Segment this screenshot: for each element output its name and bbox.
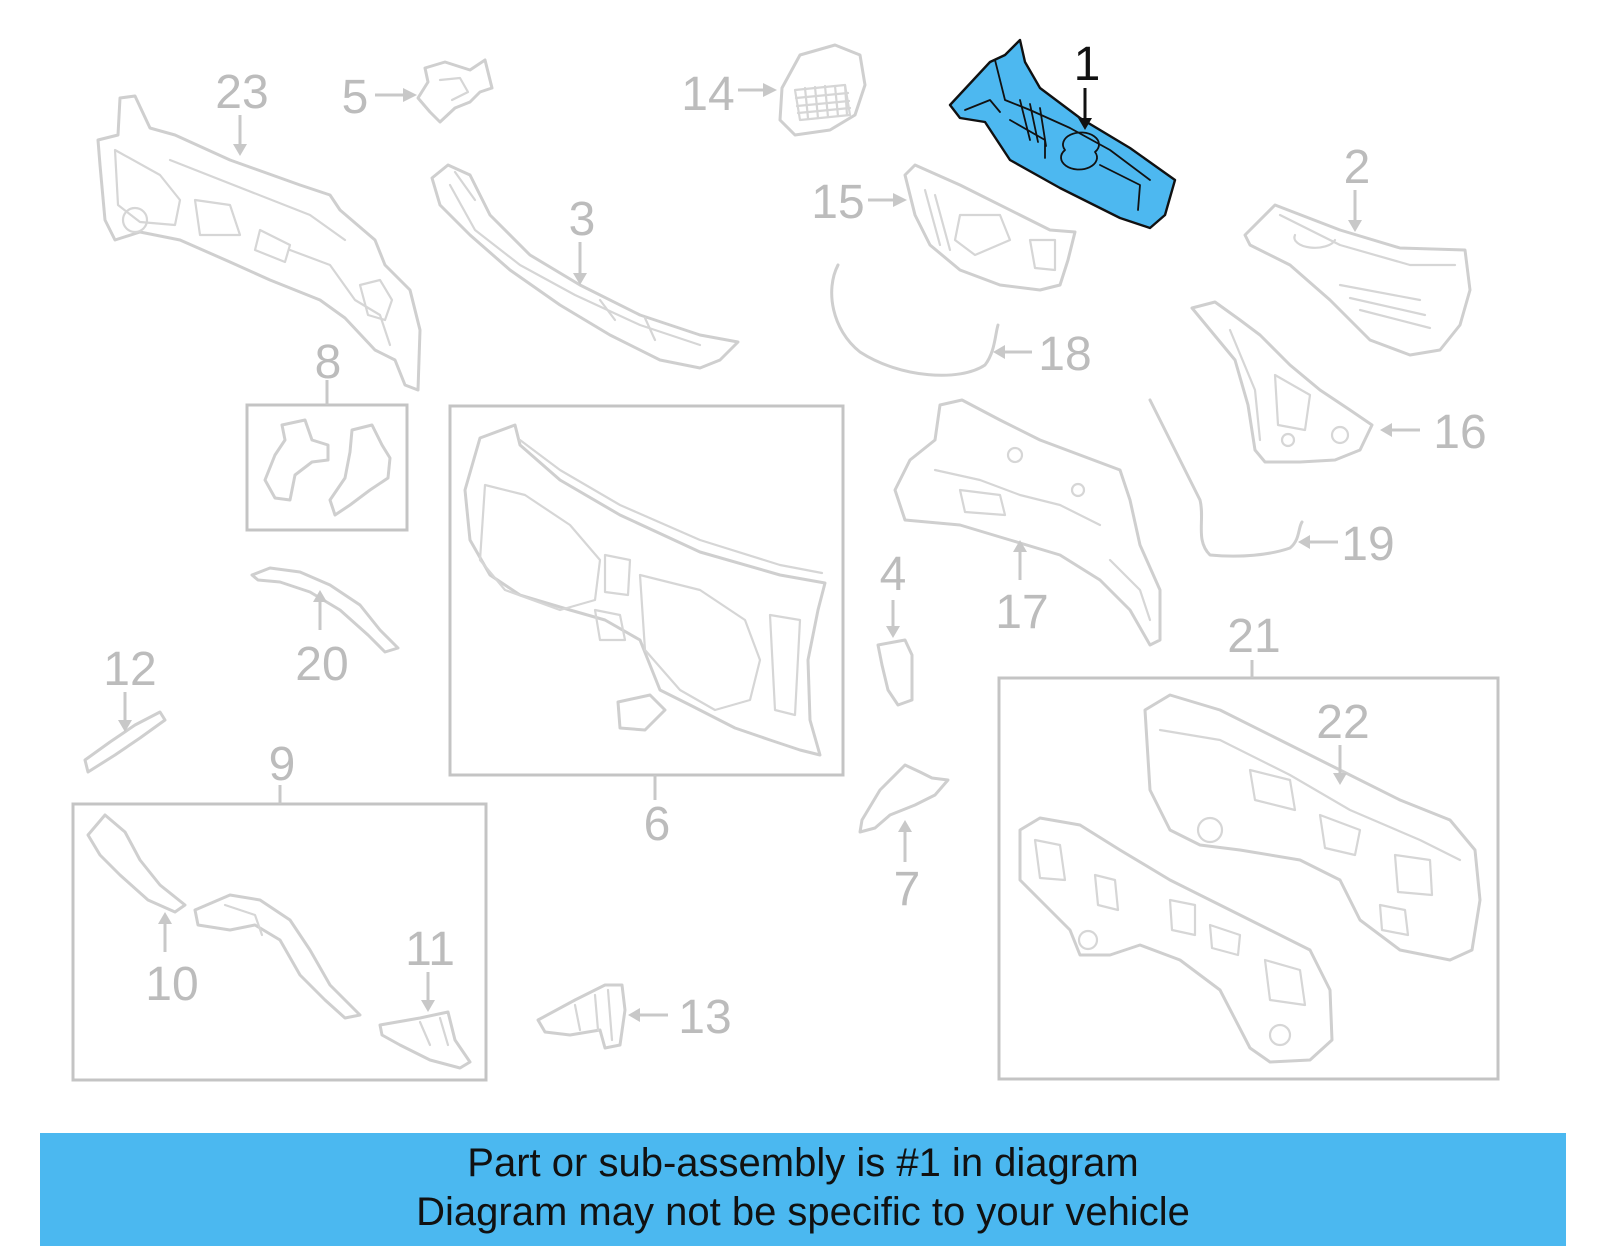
part-20[interactable] [250,566,400,654]
arrow-7 [898,820,912,832]
box-21 [997,676,1500,1081]
arrow-14 [763,83,777,97]
label-5[interactable]: 5 [342,71,369,124]
arrow-16 [1380,423,1392,437]
part-1-highlighted[interactable] [948,38,1177,230]
arrow-19 [1298,535,1310,549]
part-15[interactable] [903,163,1077,292]
label-21[interactable]: 21 [1227,610,1280,663]
part-3[interactable] [430,163,740,370]
label-17[interactable]: 17 [995,586,1048,639]
label-14[interactable]: 14 [681,68,734,121]
arrow-12 [118,720,132,732]
part-2[interactable] [1243,203,1472,357]
banner-line-1: Part or sub-assembly is #1 in diagram [467,1141,1139,1185]
part-14[interactable] [778,43,867,137]
arrow-5 [403,88,417,102]
arrow-17 [1013,540,1027,552]
arrow-3 [573,273,587,285]
part-4[interactable] [876,638,914,707]
arrow-18 [993,345,1005,359]
part-6-clip[interactable] [616,693,667,732]
part-10[interactable] [86,813,362,1020]
label-10[interactable]: 10 [145,958,198,1011]
label-15[interactable]: 15 [811,176,864,229]
part-6[interactable] [463,423,827,757]
label-4[interactable]: 4 [880,548,907,601]
part-5[interactable] [416,58,494,124]
arrow-15 [893,193,907,207]
label-19[interactable]: 19 [1341,518,1394,571]
label-7[interactable]: 7 [894,863,921,916]
label-20[interactable]: 20 [295,638,348,691]
label-11[interactable]: 11 [405,923,455,976]
label-1[interactable]: 1 [1074,38,1101,91]
part-8[interactable] [263,418,392,517]
banner-line-2: Diagram may not be specific to your vehi… [416,1190,1190,1234]
arrow-20 [313,590,327,602]
label-2[interactable]: 2 [1344,141,1371,194]
arrow-13 [628,1008,640,1022]
part-18[interactable] [830,263,1000,377]
arrow-23 [233,144,247,156]
label-6[interactable]: 6 [644,798,671,851]
arrow-4 [886,626,900,638]
label-22[interactable]: 22 [1316,696,1369,749]
arrow-22 [1333,773,1347,785]
part-23[interactable] [96,94,422,392]
part-12[interactable] [83,710,167,774]
part-22[interactable] [1143,693,1482,962]
label-9[interactable]: 9 [269,738,296,791]
arrow-2 [1348,220,1362,232]
label-16[interactable]: 16 [1433,406,1486,459]
label-23[interactable]: 23 [215,66,268,119]
label-3[interactable]: 3 [569,193,596,246]
arrow-10 [158,912,172,924]
part-7[interactable] [858,763,950,834]
label-18[interactable]: 18 [1038,328,1091,381]
part-16[interactable] [1190,300,1374,464]
info-banner: Part or sub-assembly is #1 in diagram Di… [40,1133,1566,1246]
part-11[interactable] [378,1010,472,1070]
label-13[interactable]: 13 [678,991,731,1044]
label-12[interactable]: 12 [103,643,156,696]
part-13[interactable] [536,983,627,1050]
part-17[interactable] [893,398,1162,647]
arrow-11 [421,1000,435,1012]
arrow-1 [1078,118,1092,130]
box-6 [448,404,845,777]
part-21[interactable] [1018,816,1334,1064]
label-8[interactable]: 8 [315,336,342,389]
part-19[interactable] [1148,398,1304,558]
